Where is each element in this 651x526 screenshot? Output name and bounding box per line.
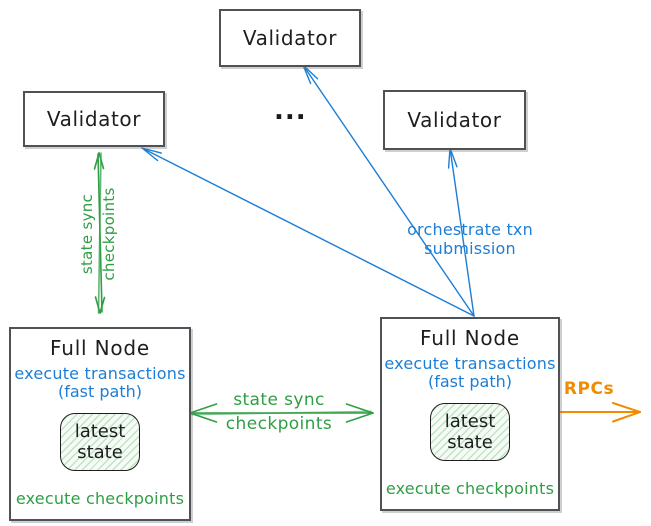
label-line2: checkpoints	[100, 187, 118, 281]
full-node-left: Full Node execute transactions (fast pat…	[9, 327, 191, 521]
execute-transactions-label: execute transactions	[384, 354, 556, 373]
full-node-title: Full Node	[420, 326, 520, 350]
full-node-title: Full Node	[50, 336, 150, 360]
execute-checkpoints-label: execute checkpoints	[385, 479, 555, 498]
latest-state-line2: state	[447, 432, 493, 453]
validator-label: Validator	[407, 108, 502, 132]
fast-path-label: (fast path)	[428, 372, 512, 391]
latest-state-box: latest state	[430, 403, 510, 461]
more-validators-ellipsis: ...	[274, 96, 307, 126]
full-node-right: Full Node execute transactions (fast pat…	[380, 317, 560, 511]
state-sync-checkpoints-vertical-label: state sync checkpoints	[76, 182, 122, 286]
fast-path-label: (fast path)	[58, 382, 142, 401]
rpcs-arrow	[556, 402, 641, 423]
validator-node-left: Validator	[23, 91, 165, 147]
orchestrate-arrow-to-top-validator	[302, 64, 475, 317]
orchestrate-txn-submission-label: orchestrate txn submission	[407, 220, 533, 258]
latest-state-box: latest state	[60, 413, 140, 471]
state-sync-label-line2: checkpoints	[225, 414, 333, 434]
latest-state-line2: state	[77, 442, 123, 463]
execute-transactions-label: execute transactions	[14, 364, 186, 383]
validator-node-right: Validator	[383, 90, 526, 150]
rpcs-label: RPCs	[563, 379, 615, 399]
latest-state-line1: latest	[444, 411, 496, 432]
latest-state-line1: latest	[74, 421, 126, 442]
orchestrate-arrow-to-right-validator	[447, 147, 475, 317]
execute-checkpoints-label: execute checkpoints	[15, 489, 185, 508]
state-sync-horizontal-arrow	[189, 403, 374, 423]
state-sync-label-line1: state sync	[233, 390, 325, 410]
validator-label: Validator	[242, 26, 338, 50]
orchestrate-arrow-to-left-validator	[141, 147, 475, 317]
validator-node-top: Validator	[219, 9, 361, 67]
validator-label: Validator	[46, 107, 142, 131]
state-sync-vertical-arrow	[93, 152, 106, 314]
label-line1: state sync	[78, 193, 96, 275]
